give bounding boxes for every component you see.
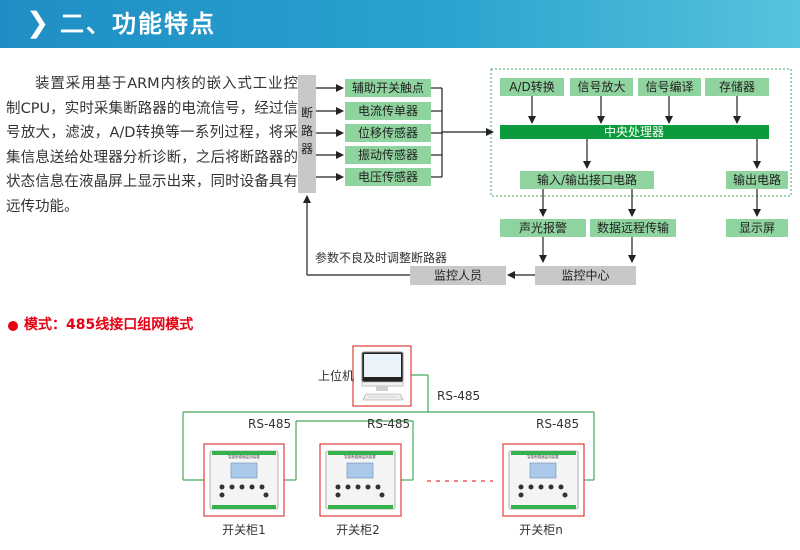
sensor-box-1 bbox=[345, 79, 431, 97]
chevron-right-icon: ❯ bbox=[26, 6, 50, 39]
memory-box bbox=[705, 78, 769, 96]
remote-box bbox=[590, 219, 676, 237]
ad-label: A/D转换 bbox=[509, 79, 555, 94]
device-title-n: 智能断路器监测装置 bbox=[527, 454, 559, 459]
cpu-label: 中央处理器 bbox=[604, 124, 664, 139]
display-label: 显示屏 bbox=[739, 221, 775, 235]
encode-label: 信号编译 bbox=[645, 79, 693, 94]
monitor-staff-box bbox=[410, 266, 506, 285]
device-icon-n bbox=[502, 443, 585, 517]
monitor-center-label: 监控中心 bbox=[561, 268, 609, 283]
device-icon-1 bbox=[203, 443, 285, 517]
encode-box bbox=[638, 78, 701, 96]
cabinet-label-2: 开关柜2 bbox=[336, 523, 380, 537]
section-header bbox=[0, 0, 800, 48]
sensor-box-5 bbox=[345, 168, 431, 186]
rs485-left-label: RS-485 bbox=[248, 417, 291, 431]
section-title: 二、功能特点 bbox=[60, 10, 216, 38]
breaker-char-1: 断 bbox=[301, 105, 313, 120]
io-circuit-box bbox=[520, 171, 654, 189]
io-circuit-label: 输入/输出接口电路 bbox=[537, 172, 637, 187]
device-icon-2 bbox=[319, 443, 402, 517]
rs485-right-label: RS-485 bbox=[536, 417, 579, 431]
sensor-label-1: 辅助开关触点 bbox=[352, 81, 424, 95]
mode-title: 模式：485线接口组网模式 bbox=[24, 317, 194, 333]
sensor-label-4: 振动传感器 bbox=[358, 147, 418, 162]
output-circuit-label: 输出电路 bbox=[733, 172, 781, 187]
breaker-char-3: 器 bbox=[301, 142, 313, 156]
sensor-label-2: 电流传单器 bbox=[358, 103, 418, 118]
output-circuit-box bbox=[726, 171, 788, 189]
rs485-top-label: RS-485 bbox=[437, 389, 480, 403]
sensor-box-3 bbox=[345, 124, 431, 142]
breaker-box bbox=[298, 75, 316, 193]
alarm-label: 声光报警 bbox=[519, 220, 567, 235]
red-bullet-icon bbox=[8, 321, 18, 331]
host-label: 上位机 bbox=[318, 368, 354, 383]
cpu-box bbox=[500, 125, 769, 139]
amp-label: 信号放大 bbox=[577, 79, 625, 94]
sensor-label-5: 电压传感器 bbox=[358, 169, 418, 184]
cabinet-label-n: 开关柜n bbox=[519, 523, 563, 537]
ad-box bbox=[500, 78, 564, 96]
amp-box bbox=[570, 78, 633, 96]
device-title-1: 智能断路器监测装置 bbox=[228, 454, 260, 459]
device-title-2: 智能断路器监测装置 bbox=[344, 454, 376, 459]
rs485-mid-label: RS-485 bbox=[367, 417, 410, 431]
cabinet-label-1: 开关柜1 bbox=[222, 523, 266, 537]
processing-unit-frame bbox=[490, 68, 792, 197]
monitor-center-box bbox=[535, 266, 636, 285]
display-box bbox=[726, 219, 788, 237]
sensor-box-2 bbox=[345, 102, 431, 120]
sensor-box-4 bbox=[345, 146, 431, 164]
memory-label: 存储器 bbox=[719, 79, 755, 94]
intro-paragraph: 装置采用基于ARM内核的嵌入式工业控制CPU，实时采集断路器的电流信号，经过信号… bbox=[6, 76, 298, 215]
feedback-label: 参数不良及时调整断路器 bbox=[315, 250, 447, 265]
monitor-staff-label: 监控人员 bbox=[434, 269, 482, 283]
alarm-box bbox=[500, 219, 586, 237]
host-computer-icon bbox=[352, 345, 412, 407]
remote-label: 数据远程传输 bbox=[597, 220, 669, 235]
sensor-label-3: 位移传感器 bbox=[358, 125, 418, 140]
breaker-char-2: 路 bbox=[301, 123, 313, 138]
